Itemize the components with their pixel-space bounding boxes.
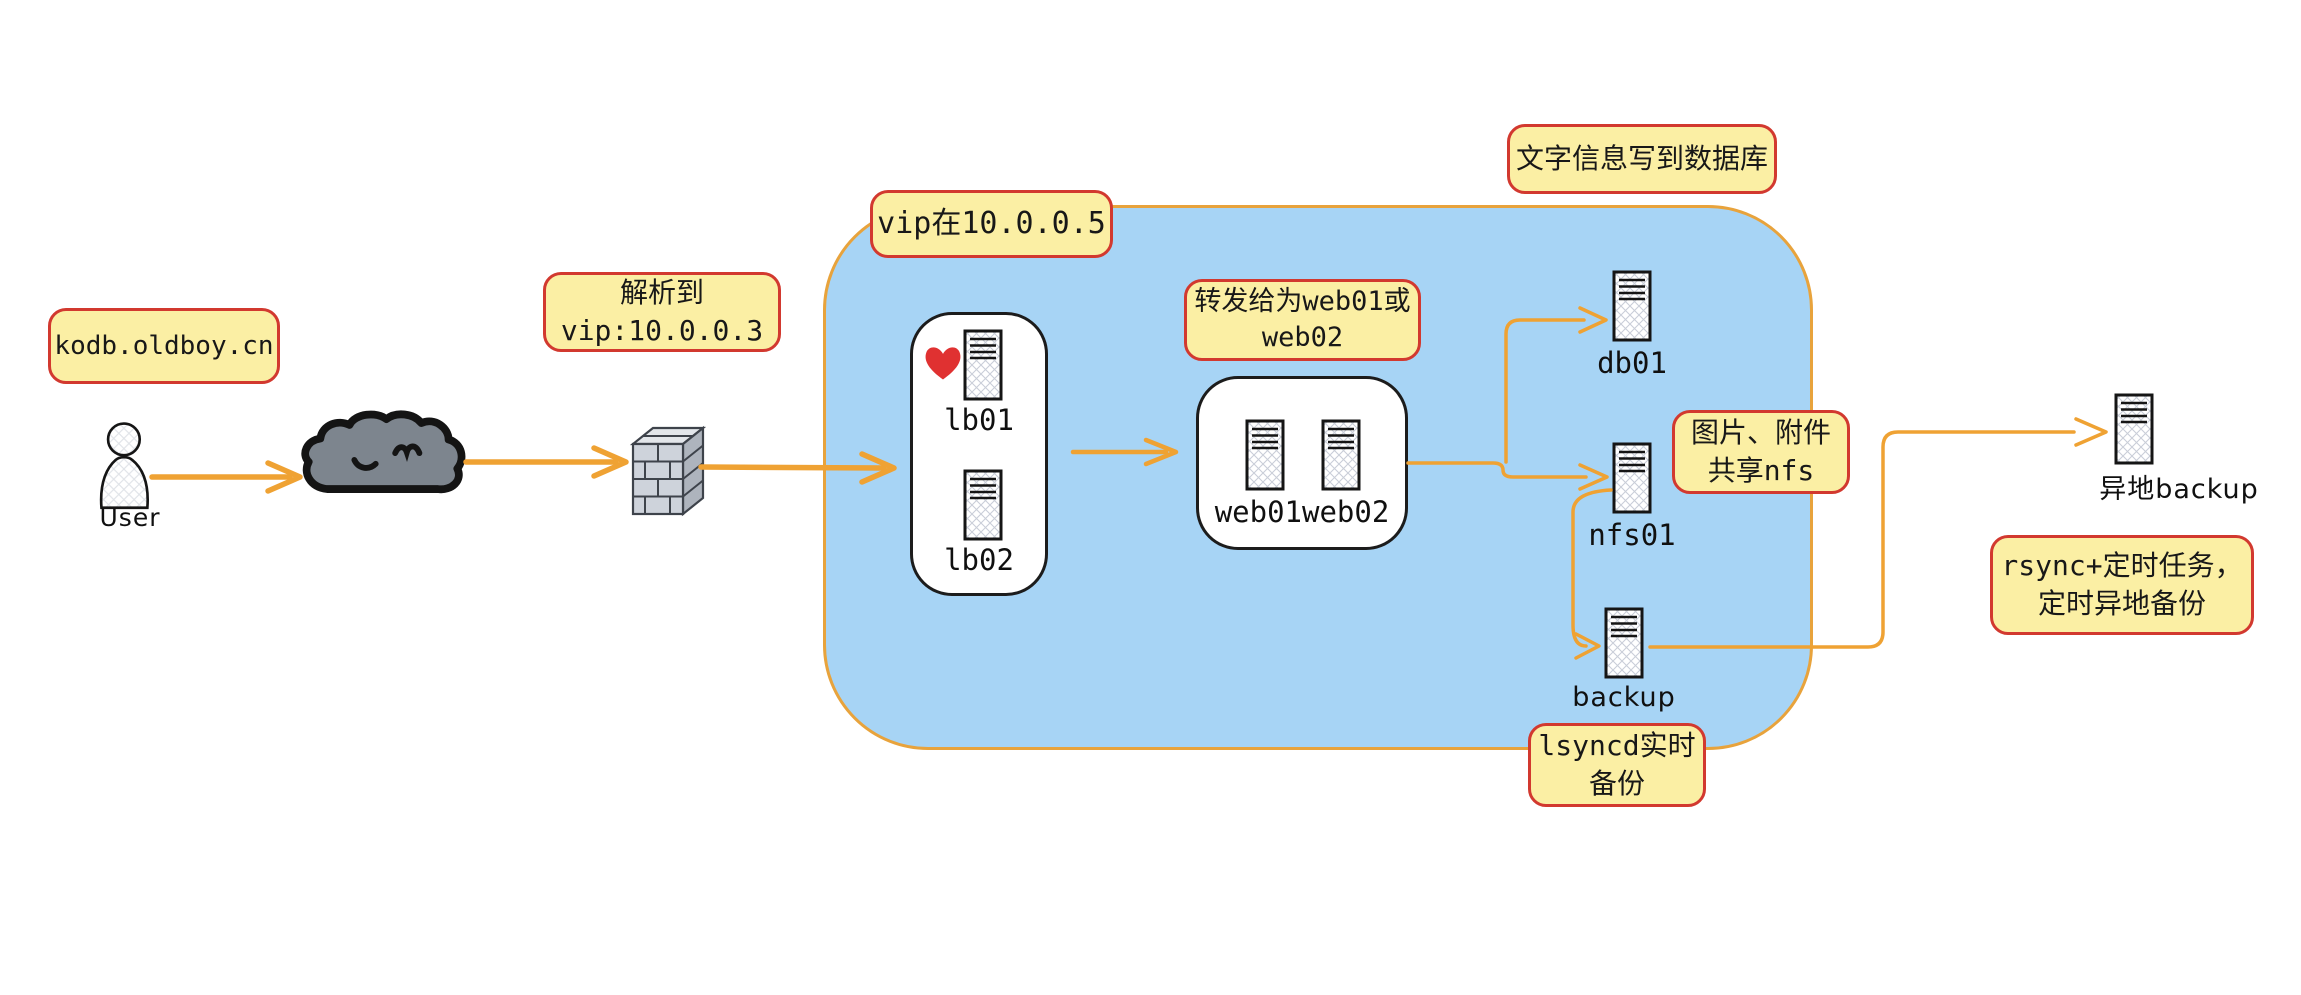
nfs01-label: nfs01 <box>1588 518 1676 552</box>
note-nfs-share-line2: 共享nfs <box>1707 454 1815 487</box>
db01-label: db01 <box>1597 346 1667 380</box>
note-nfs-share-line1: 图片、附件 <box>1690 416 1831 450</box>
lb01-label: lb01 <box>944 403 1014 437</box>
arrow-cloud-to-firewall <box>463 445 629 479</box>
note-rsync: rsync+定时任务， 定时异地备份 <box>1990 535 2254 635</box>
note-domain: kodb.oldboy.cn <box>48 308 280 384</box>
server-icon-web01 <box>1245 419 1285 491</box>
lb-group-box: lb01 lb02 <box>910 312 1048 596</box>
server-icon-backup <box>1604 607 1644 679</box>
note-nfs-share: 图片、附件 共享nfs <box>1672 410 1850 494</box>
remote-backup-label: 异地backup <box>2099 474 2259 505</box>
web-label: web01web02 <box>1214 495 1390 529</box>
firewall-icon <box>629 425 707 517</box>
note-dns-line1: 解析到 <box>619 276 704 310</box>
server-icon-web02 <box>1321 419 1361 491</box>
note-forward-line1: 转发给为web01或 <box>1194 285 1411 317</box>
note-lsyncd-line2: 备份 <box>1588 767 1645 800</box>
heart-icon <box>925 347 961 380</box>
arrow-user-to-cloud <box>149 460 303 494</box>
note-rsync-line1: rsync+定时任务， <box>2001 549 2243 583</box>
server-icon-lb01 <box>963 329 1003 401</box>
server-icon-remote-backup <box>2114 393 2154 465</box>
note-db-write: 文字信息写到数据库 <box>1507 124 1777 194</box>
note-lsyncd-line1: lsyncd实时 <box>1538 729 1696 763</box>
backup-label: backup <box>1572 682 1676 713</box>
note-db-write-text: 文字信息写到数据库 <box>1515 142 1768 176</box>
server-icon-db01 <box>1612 270 1652 342</box>
note-vip-text: vip在10.0.0.5 <box>877 205 1106 241</box>
note-vip: vip在10.0.0.5 <box>870 190 1113 258</box>
server-icon-lb02 <box>963 469 1003 541</box>
user-label: User <box>99 503 161 532</box>
web-group-box: web01web02 <box>1196 376 1408 550</box>
internet-cloud-icon <box>301 410 466 494</box>
note-forward: 转发给为web01或 web02 <box>1184 279 1421 361</box>
note-forward-line2: web02 <box>1261 322 1344 353</box>
server-icon-nfs01 <box>1612 442 1652 514</box>
note-dns-resolve: 解析到 vip:10.0.0.3 <box>543 272 781 352</box>
note-rsync-line2: 定时异地备份 <box>2037 587 2206 620</box>
note-lsyncd: lsyncd实时 备份 <box>1528 723 1706 807</box>
user-icon <box>99 422 149 510</box>
note-dns-line2: vip:10.0.0.3 <box>560 314 764 347</box>
note-domain-text: kodb.oldboy.cn <box>54 330 274 361</box>
lb02-label: lb02 <box>944 543 1014 577</box>
